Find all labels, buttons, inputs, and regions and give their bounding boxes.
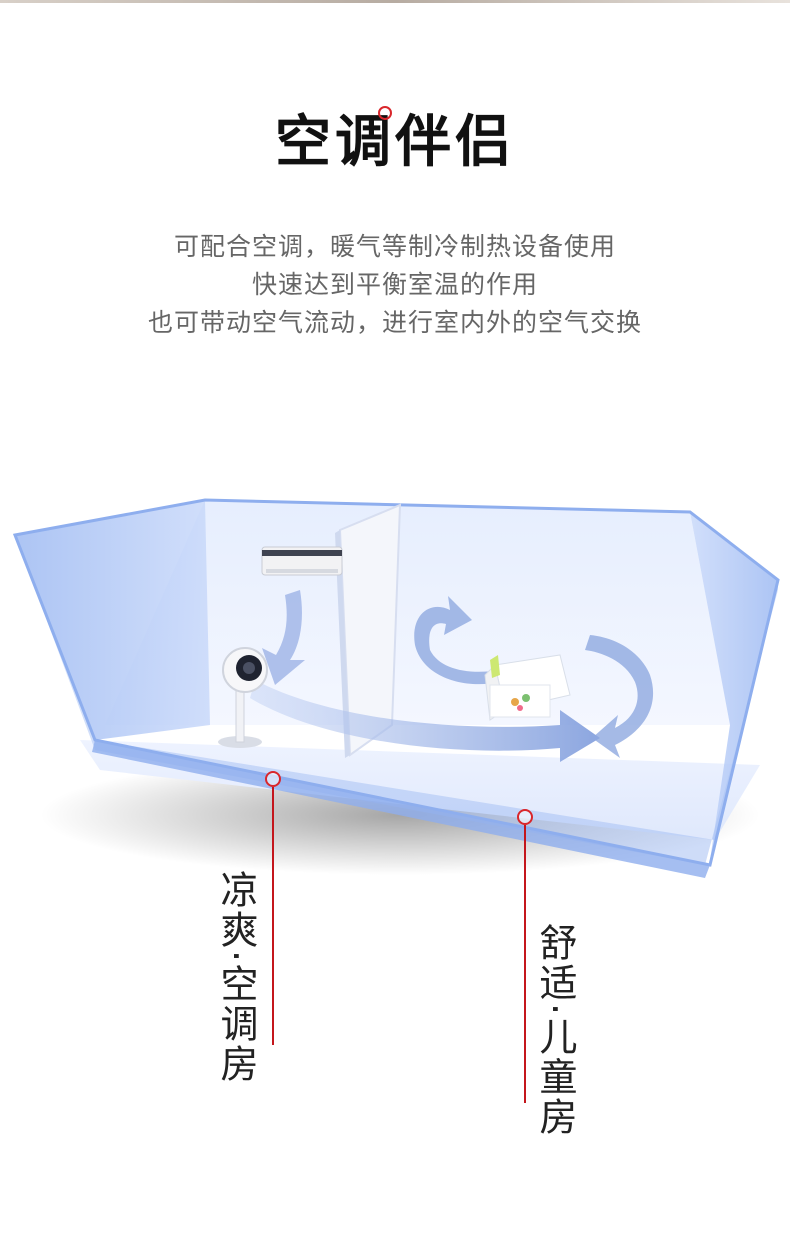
circulation-arrow-right [585, 635, 654, 758]
leader-line-ac-room [272, 787, 274, 1045]
baby-crib-icon [484, 654, 571, 721]
label-ac-room: 凉爽·空调房 [214, 869, 258, 1085]
right-wall [690, 512, 778, 860]
leader-line-kids-room [524, 825, 526, 1103]
room-base [92, 740, 710, 878]
description-line-2: 快速达到平衡室温的作用 [251, 270, 538, 299]
description-line-1: 可配合空调，暖气等制冷制热设备使用 [173, 232, 616, 261]
room-illustration [12, 498, 780, 878]
description: 可配合空调，暖气等制冷制热设备使用 快速达到平衡室温的作用 也可带动空气流动，进… [0, 228, 790, 342]
partition-edge [335, 530, 350, 758]
description-line-3: 也可带动空气流动，进行室内外的空气交换 [147, 308, 642, 337]
airflow-arrow [250, 680, 600, 762]
air-conditioner-unit [261, 546, 343, 576]
marker-kids-room [517, 809, 533, 825]
page-title: 空调伴侣 [275, 110, 515, 175]
title-accent-dot [378, 106, 392, 120]
front-wall [15, 535, 778, 865]
label-kids-room: 舒适·儿童房 [533, 922, 577, 1138]
marker-ac-room [265, 771, 281, 787]
left-wall [15, 500, 210, 740]
cold-air-down-arrow [262, 590, 305, 685]
circulation-arrow-upper [414, 596, 500, 685]
fan-icon [218, 647, 268, 748]
top-divider [0, 0, 790, 3]
